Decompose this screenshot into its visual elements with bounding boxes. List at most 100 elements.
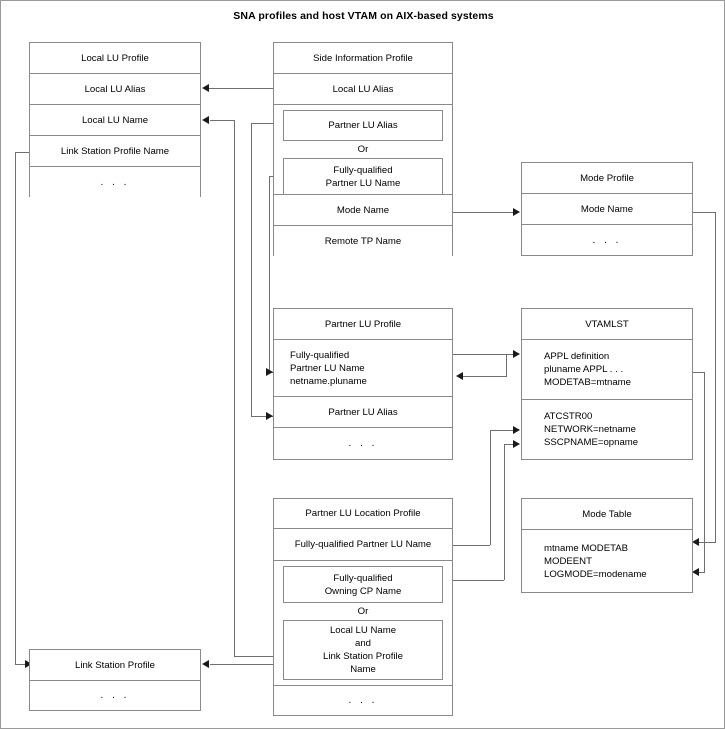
side-info-mode-name-label: Mode Name — [336, 204, 390, 216]
row-plulocation-fq-partner-lu-name: Fully-qualified Partner LU Name — [274, 529, 452, 561]
connector-modeprofile-to-modetable-v — [715, 212, 716, 542]
row-local-lu-name: Local LU Name — [30, 105, 200, 136]
connector-vtamlst-modetab-v — [704, 372, 705, 572]
connector-owningcp-h2 — [504, 444, 515, 445]
connector-vtamlst-back-v — [506, 354, 507, 376]
arrowhead-locallu-name — [202, 116, 209, 124]
or-label-plulocation: Or — [357, 606, 369, 617]
group-side-info-partner-lu-choice: Partner LU Alias Or Fully-qualified Part… — [274, 105, 452, 195]
row-local-lu-alias: Local LU Alias — [30, 74, 200, 105]
box-mode-profile: Mode Profile Mode Name . . . — [521, 162, 693, 256]
fq-owning-cp-name-label: Fully-qualified Owning CP Name — [324, 572, 402, 597]
arrowhead-vtamlst-atcstr-sscp — [513, 440, 520, 448]
arrowhead-modetable-top — [692, 538, 699, 546]
partner-lu-profile-ellipsis: . . . — [348, 438, 378, 449]
partner-lu-profile-alias-label: Partner LU Alias — [328, 406, 398, 418]
row-local-lu-profile-header: Local LU Profile — [30, 43, 200, 74]
link-station-profile-ellipsis: . . . — [100, 690, 130, 701]
connector-modename-to-modeprofile — [453, 212, 515, 213]
row-side-info-local-lu-alias: Local LU Alias — [274, 74, 452, 105]
connector-sideinfo-partneralias-h1 — [251, 123, 283, 124]
diagram-title: SNA profiles and host VTAM on AIX-based … — [233, 10, 494, 22]
row-mode-profile-header: Mode Profile — [522, 163, 692, 194]
link-station-profile-name-label: Link Station Profile Name — [60, 145, 170, 157]
local-lu-profile-header-label: Local LU Profile — [81, 52, 149, 64]
connector-sideinfo-alias-to-locallu-alias — [209, 88, 273, 89]
connector-subbox-to-linkstation — [210, 664, 283, 665]
connector-sideinfo-partneralias-v — [251, 123, 252, 416]
box-partner-lu-profile: Partner LU Profile Fully-qualified Partn… — [273, 308, 453, 460]
mode-profile-ellipsis: . . . — [592, 234, 622, 246]
mode-profile-header-label: Mode Profile — [580, 172, 634, 184]
link-station-profile-header-label: Link Station Profile — [75, 659, 155, 671]
row-vtamlst-atcstr00: ATCSTR00 NETWORK=netname SSCPNAME=opname — [522, 400, 692, 459]
connector-lsprofilename-h2 — [15, 664, 28, 665]
plulocation-header-label: Partner LU Location Profile — [305, 508, 421, 519]
row-partner-lu-profile-header: Partner LU Profile — [274, 309, 452, 340]
arrowhead-modetable-bottom — [692, 568, 699, 576]
arrowhead-partnerlu-alias — [266, 412, 273, 420]
row-mode-profile-more: . . . — [522, 225, 692, 255]
plulocation-fq-partner-lu-name-label: Fully-qualified Partner LU Name — [294, 539, 432, 550]
box-local-lu-profile: Local LU Profile Local LU Alias Local LU… — [29, 42, 201, 198]
row-vtamlst-header: VTAMLST — [522, 309, 692, 340]
box-vtamlst: VTAMLST APPL definition pluname APPL . .… — [521, 308, 693, 460]
connector-vtamlst-modetab-h2 — [699, 572, 705, 573]
box-link-station-profile: Link Station Profile . . . — [29, 649, 201, 711]
or-label-side-info: Or — [357, 144, 369, 155]
connector-subbox-to-locallu-name-h2 — [210, 120, 235, 121]
subbox-partner-lu-alias: Partner LU Alias — [283, 110, 443, 141]
mode-table-body-text: mtname MODETAB MODEENT LOGMODE=modename — [544, 542, 647, 580]
partner-lu-profile-header-label: Partner LU Profile — [324, 318, 402, 330]
side-info-local-lu-alias-label: Local LU Alias — [332, 83, 394, 95]
connector-subbox-to-locallu-name-v — [234, 120, 235, 656]
connector-modeprofile-to-modetable-h2 — [699, 542, 716, 543]
row-side-info-mode-name: Mode Name — [274, 195, 452, 226]
arrowhead-locallu-alias — [202, 84, 209, 92]
partner-lu-fq-name-label: Fully-qualified Partner LU Name netname.… — [290, 349, 367, 387]
arrowhead-partnerlu-fqname-back — [456, 372, 463, 380]
vtamlst-atcstr00-text: ATCSTR00 NETWORK=netname SSCPNAME=opname — [544, 411, 639, 448]
row-mode-table-header: Mode Table — [522, 499, 692, 530]
row-link-station-profile-name: Link Station Profile Name — [30, 136, 200, 167]
side-info-header-label: Side Information Profile — [313, 52, 413, 64]
row-mode-profile-mode-name: Mode Name — [522, 194, 692, 225]
vtamlst-header-label: VTAMLST — [585, 318, 629, 330]
subbox-fq-owning-cp-name: Fully-qualified Owning CP Name — [283, 566, 443, 603]
connector-modeprofile-to-modetable-h1 — [691, 212, 715, 213]
row-partner-lu-profile-more: . . . — [274, 428, 452, 459]
row-link-station-profile-header: Link Station Profile — [30, 650, 200, 681]
connector-plulocation-fqname-h1 — [453, 545, 490, 546]
connector-subbox-to-locallu-name-h1 — [234, 656, 283, 657]
box-side-information-profile: Side Information Profile Local LU Alias … — [273, 42, 453, 257]
connector-owningcp-v — [504, 444, 505, 580]
vtamlst-appl-definition-text: APPL definition pluname APPL . . . MODET… — [544, 351, 631, 388]
side-info-remote-tp-name-label: Remote TP Name — [324, 236, 402, 247]
connector-partnerlu-to-vtamlst-appl — [453, 354, 515, 355]
arrowhead-partnerlu-fqname — [266, 368, 273, 376]
row-partner-lu-fq-name: Fully-qualified Partner LU Name netname.… — [274, 340, 452, 397]
local-lu-name-and-link-station-label: Local LU Name and Link Station Profile N… — [323, 625, 403, 675]
row-link-station-profile-more: . . . — [30, 681, 200, 710]
local-lu-alias-label: Local LU Alias — [84, 83, 146, 95]
connector-sideinfo-partneralias-h2 — [251, 416, 273, 417]
row-vtamlst-appl-definition: APPL definition pluname APPL . . . MODET… — [522, 340, 692, 400]
arrowhead-mode-profile-modename — [513, 208, 520, 216]
arrowhead-vtamlst-appl — [513, 350, 520, 358]
row-plulocation-more: . . . — [274, 686, 452, 715]
plulocation-ellipsis: . . . — [348, 695, 378, 706]
row-partner-lu-alias: Partner LU Alias — [274, 397, 452, 428]
local-lu-profile-ellipsis: . . . — [100, 177, 130, 188]
mode-table-header-label: Mode Table — [582, 508, 632, 520]
connector-vtamlst-back-h — [463, 376, 507, 377]
subbox-fq-partner-lu-name: Fully-qualified Partner LU Name — [283, 158, 443, 195]
partner-lu-alias-label: Partner LU Alias — [328, 120, 398, 131]
connector-plulocation-fqname-v — [490, 430, 491, 545]
connector-sideinfo-fqname-v — [269, 176, 270, 372]
row-plulocation-header: Partner LU Location Profile — [274, 499, 452, 529]
fq-partner-lu-name-label: Fully-qualified Partner LU Name — [325, 164, 401, 189]
local-lu-name-label: Local LU Name — [81, 114, 149, 126]
arrowhead-linkstation-right — [202, 660, 209, 668]
row-side-info-header: Side Information Profile — [274, 43, 452, 74]
